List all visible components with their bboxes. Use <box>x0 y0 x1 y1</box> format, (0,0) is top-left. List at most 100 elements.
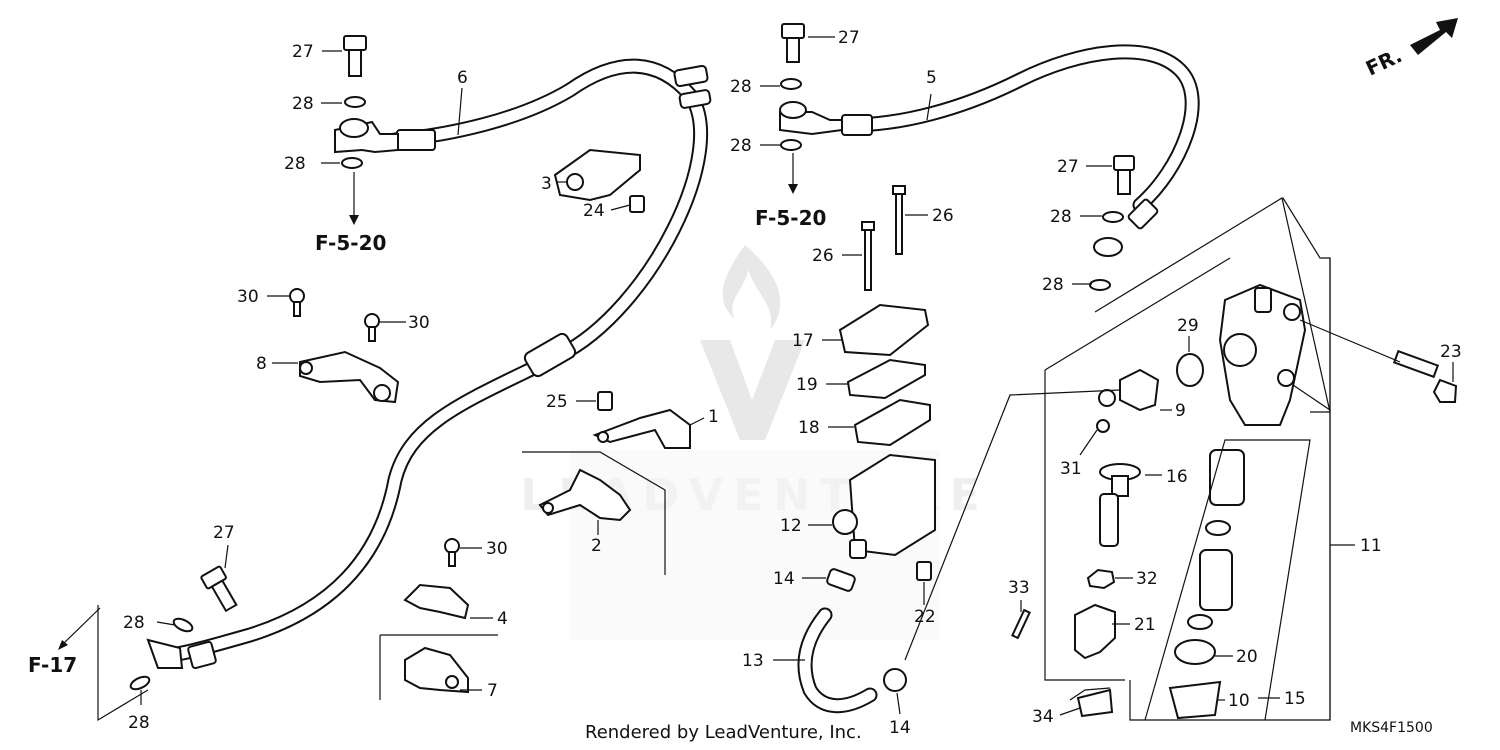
callout-16: 16 <box>1166 467 1188 487</box>
washer-28f <box>1089 279 1111 291</box>
washer-28c <box>780 78 802 90</box>
banjo-bolt-27a <box>343 35 367 77</box>
callout-27c: 27 <box>1057 157 1079 177</box>
washer-28a <box>344 96 366 108</box>
screw-31 <box>1096 419 1110 433</box>
callout-21: 21 <box>1134 615 1156 635</box>
watermark-flame-icon <box>722 245 781 330</box>
callout-29: 29 <box>1177 316 1199 336</box>
pin-33 <box>1011 608 1031 640</box>
reference-labels: F-5-20 F-5-20 F-17 <box>28 206 826 677</box>
callout-14b: 14 <box>889 718 911 738</box>
callout-19: 19 <box>796 375 818 395</box>
front-direction-label: FR. <box>1362 43 1406 80</box>
joint-21 <box>1074 603 1116 660</box>
callout-22: 22 <box>914 607 936 627</box>
reservoir-bolt-26b <box>861 221 875 291</box>
callout-31: 31 <box>1060 459 1082 479</box>
tube-13 <box>797 607 878 714</box>
group-outlines <box>97 197 1331 722</box>
callout-3: 3 <box>541 174 552 194</box>
callout-34: 34 <box>1032 707 1054 727</box>
brake-hose-5 <box>779 44 1200 257</box>
callout-27a: 27 <box>292 42 314 62</box>
callout-11: 11 <box>1360 536 1382 556</box>
callout-5: 5 <box>926 68 937 88</box>
clip-14b <box>883 668 907 692</box>
callout-33: 33 <box>1008 578 1030 598</box>
callout-14a: 14 <box>773 569 795 589</box>
callout-15: 15 <box>1284 689 1306 709</box>
washer-28e <box>1102 211 1124 223</box>
clamp-1 <box>592 408 691 449</box>
callout-27b: 27 <box>838 28 860 48</box>
callout-2: 2 <box>591 536 602 556</box>
clamp-2 <box>538 468 632 522</box>
pushrod-16 <box>1099 463 1141 547</box>
callout-30b: 30 <box>408 313 430 333</box>
plate-19 <box>846 358 926 400</box>
bolt-24 <box>629 195 645 213</box>
callout-25: 25 <box>546 392 568 412</box>
callout-28d: 28 <box>730 136 752 156</box>
banjo-bolt-27d <box>200 565 238 613</box>
callout-30a: 30 <box>237 287 259 307</box>
callout-26b: 26 <box>812 246 834 266</box>
bolt-22 <box>916 561 932 581</box>
diagram-code: MKS4F1500 <box>1350 720 1433 736</box>
reservoir-bolt-26a <box>892 185 906 255</box>
callout-10: 10 <box>1228 691 1250 711</box>
screw-30a <box>289 288 305 317</box>
callout-28e: 28 <box>1050 207 1072 227</box>
callout-32: 32 <box>1136 569 1158 589</box>
joint-9 <box>1098 368 1160 412</box>
callout-8: 8 <box>256 354 267 374</box>
callout-24: 24 <box>583 201 605 221</box>
circlip-20 <box>1174 639 1216 665</box>
reservoir-cap-17 <box>838 303 930 357</box>
master-cylinder-body <box>1218 283 1307 426</box>
callout-28c: 28 <box>730 77 752 97</box>
reference-f-5-20-left: F-5-20 <box>315 231 386 255</box>
reservoir-12 <box>832 453 936 559</box>
callout-23: 23 <box>1440 342 1462 362</box>
screw-30c <box>444 538 460 567</box>
screw-30b <box>364 313 380 342</box>
nut-32 <box>1086 568 1116 590</box>
callout-20: 20 <box>1236 647 1258 667</box>
joint-34 <box>1076 688 1114 718</box>
banjo-bolt-27b <box>781 23 805 63</box>
callout-6: 6 <box>457 68 468 88</box>
clamp-7 <box>404 646 469 694</box>
washer-28b <box>341 157 363 169</box>
o-ring-29 <box>1176 353 1204 387</box>
callout-30c: 30 <box>486 539 508 559</box>
reference-f-17: F-17 <box>28 653 77 677</box>
boot-10 <box>1168 680 1222 720</box>
footer-rendered-by: Rendered by LeadVenture, Inc. <box>585 722 862 743</box>
leader-lines <box>58 36 1454 716</box>
callout-28h: 28 <box>128 713 150 733</box>
callout-28f: 28 <box>1042 275 1064 295</box>
callout-28g: 28 <box>123 613 145 633</box>
watermark-v-icon <box>700 340 805 440</box>
diaphragm-18 <box>853 398 931 447</box>
callout-9: 9 <box>1175 401 1186 421</box>
piston <box>1187 549 1233 630</box>
brake-hose-6 <box>146 58 712 670</box>
clamp-3 <box>553 148 641 202</box>
callout-13: 13 <box>742 651 764 671</box>
bracket-8 <box>299 350 400 404</box>
banjo-bolt-27c <box>1113 155 1135 195</box>
callout-7: 7 <box>487 681 498 701</box>
callout-4: 4 <box>497 609 508 629</box>
spring <box>1205 449 1245 536</box>
callout-1: 1 <box>708 407 719 427</box>
bolt-25 <box>597 391 613 411</box>
callout-28b: 28 <box>284 154 306 174</box>
callout-27d: 27 <box>213 523 235 543</box>
reference-f-5-20-center: F-5-20 <box>755 206 826 230</box>
washer-28g <box>172 617 194 633</box>
washer-28h <box>129 675 151 691</box>
